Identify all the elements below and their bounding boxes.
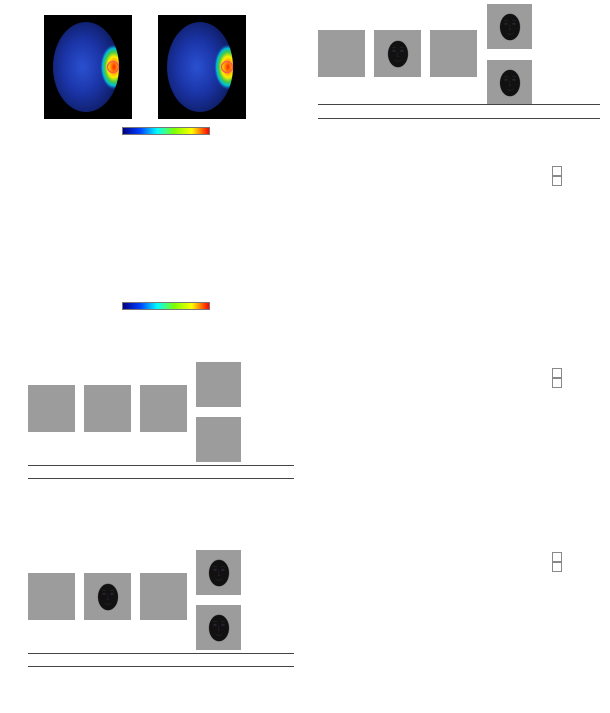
timeline-line [318, 104, 600, 105]
tms-violin-chart-block [310, 540, 610, 708]
memory-item-screen [84, 385, 131, 432]
test-face-change [203, 609, 235, 647]
test-square-stimulus [199, 420, 239, 460]
timeline-line2 [28, 478, 294, 479]
tdcs1-chart-legend [552, 166, 565, 186]
tdcs2-chart-legend [552, 368, 565, 388]
test-item-same-screen [196, 550, 241, 595]
fixation-screen [28, 573, 75, 620]
tms-chart-legend [552, 552, 565, 572]
timeline-line [28, 653, 294, 654]
electrode-montage-right [166, 180, 278, 296]
fixation-screen [318, 30, 365, 77]
field-intensity-colorbar [122, 127, 210, 135]
legend-item-change [552, 176, 565, 186]
electrode-montage-left [30, 180, 142, 296]
fixation-cross [28, 385, 75, 432]
legend-item-same [552, 166, 565, 176]
tdcs1-violin-chart [310, 152, 550, 350]
test-triangle-stimulus [199, 365, 239, 405]
legend-swatch-same [552, 368, 562, 378]
test-item-change-screen [196, 605, 241, 650]
current-intensity-colorbar [122, 302, 210, 310]
test-item-change-screen [196, 417, 241, 462]
anode-topography-map [44, 15, 132, 119]
legend-item-same [552, 368, 565, 378]
memory-item-screen [84, 573, 131, 620]
tms-violin-chart [310, 540, 550, 708]
test-face-same [203, 554, 235, 592]
test-face-change [494, 64, 526, 102]
blank-screen [140, 573, 187, 620]
legend-swatch-same [552, 166, 562, 176]
legend-swatch-change [552, 176, 562, 186]
test-face-same [494, 8, 526, 46]
memory-face-stimulus [382, 35, 414, 73]
hotspot-marker [106, 60, 120, 74]
tms-paradigm [2, 548, 308, 683]
memory-triangle-stimulus [88, 389, 128, 429]
tdcs2-violin-chart [310, 356, 550, 524]
legend-item-change [552, 562, 565, 572]
legend-item-change [552, 378, 565, 388]
test-item-change-screen [487, 60, 532, 105]
tdcs2-paradigm [2, 360, 308, 495]
timeline-line2 [318, 118, 600, 119]
hotspot-marker [220, 60, 234, 74]
test-item-same-screen [487, 4, 532, 49]
blank-screen [430, 30, 477, 77]
fixation-cross [318, 30, 365, 77]
cathode-topography-map [158, 15, 246, 119]
legend-swatch-change [552, 378, 562, 388]
test-item-same-screen [196, 362, 241, 407]
legend-swatch-change [552, 562, 562, 572]
blank-screen [140, 385, 187, 432]
legend-item-same [552, 552, 565, 562]
tdcs2-violin-chart-block [310, 356, 610, 524]
legend-swatch-same [552, 552, 562, 562]
fixation-screen [28, 385, 75, 432]
tdcs1-violin-chart-block [310, 152, 610, 350]
fixation-cross [28, 573, 75, 620]
memory-face-stimulus [92, 578, 124, 616]
memory-item-screen [374, 30, 421, 77]
timeline-line [28, 465, 294, 466]
timeline-line2 [28, 666, 294, 667]
tdcs1-paradigm [312, 2, 610, 132]
